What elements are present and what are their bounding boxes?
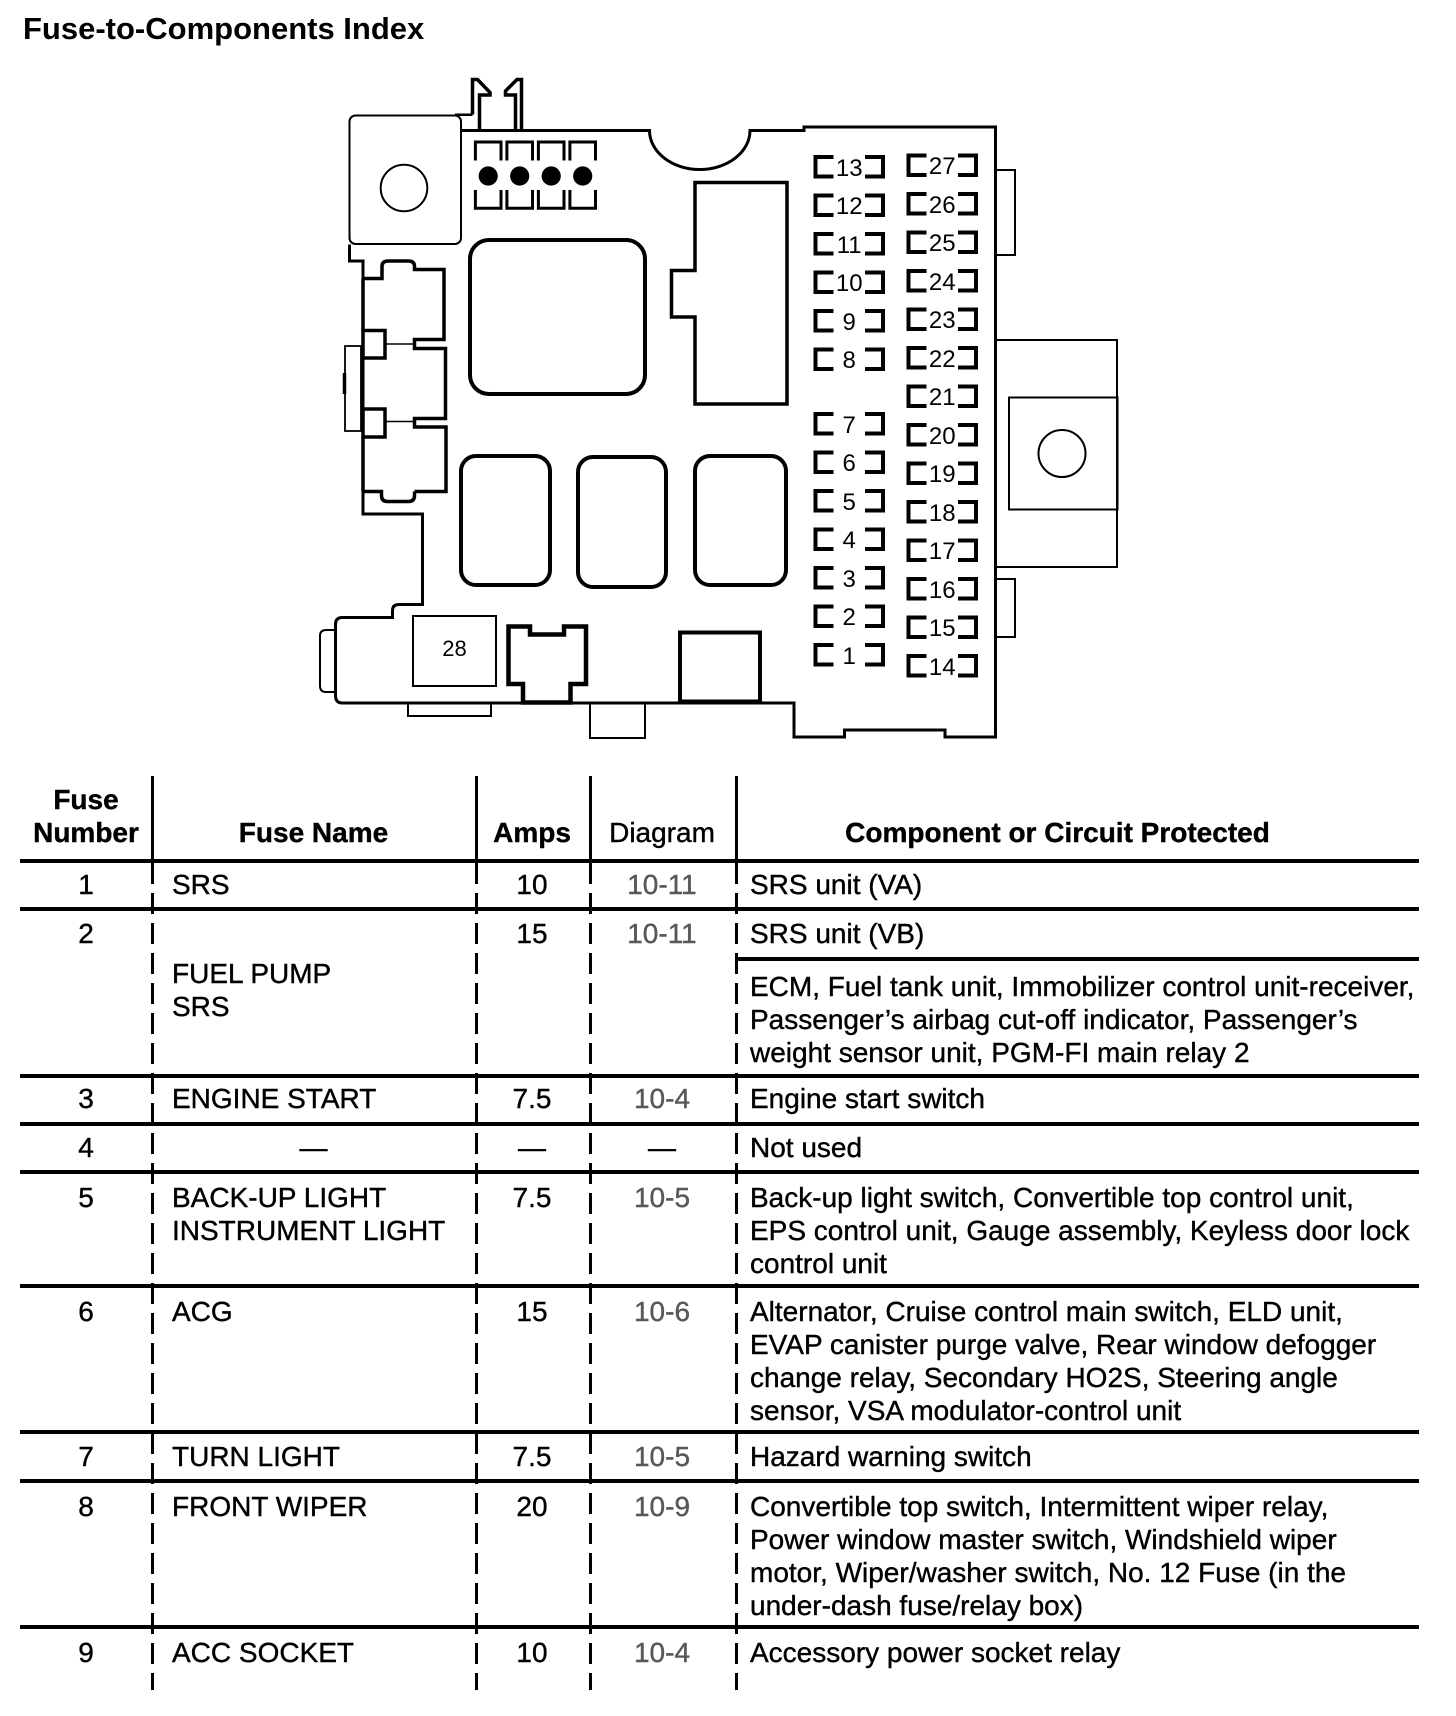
svg-text:3: 3 [843,566,856,593]
svg-text:23: 23 [929,307,956,334]
svg-text:21: 21 [929,384,956,411]
svg-text:27: 27 [929,153,956,180]
svg-text:26: 26 [929,192,956,219]
svg-text:25: 25 [929,230,956,257]
svg-text:19: 19 [929,461,956,488]
svg-text:2: 2 [843,604,856,631]
svg-text:18: 18 [929,500,956,527]
svg-text:13: 13 [836,155,863,182]
svg-text:28: 28 [442,636,466,661]
svg-text:20: 20 [929,423,956,450]
svg-text:4: 4 [843,527,856,554]
svg-text:22: 22 [929,346,956,373]
svg-text:5: 5 [843,489,856,516]
svg-text:12: 12 [836,193,863,220]
svg-text:17: 17 [929,538,956,565]
svg-text:15: 15 [929,615,956,642]
svg-text:10: 10 [836,270,863,297]
svg-text:16: 16 [929,577,956,604]
svg-text:6: 6 [843,450,856,477]
svg-text:9: 9 [843,309,856,336]
svg-text:1: 1 [843,643,856,670]
svg-text:7: 7 [843,412,856,439]
svg-text:8: 8 [843,347,856,374]
svg-text:14: 14 [929,654,956,681]
svg-text:11: 11 [837,232,862,259]
svg-text:24: 24 [929,269,956,296]
